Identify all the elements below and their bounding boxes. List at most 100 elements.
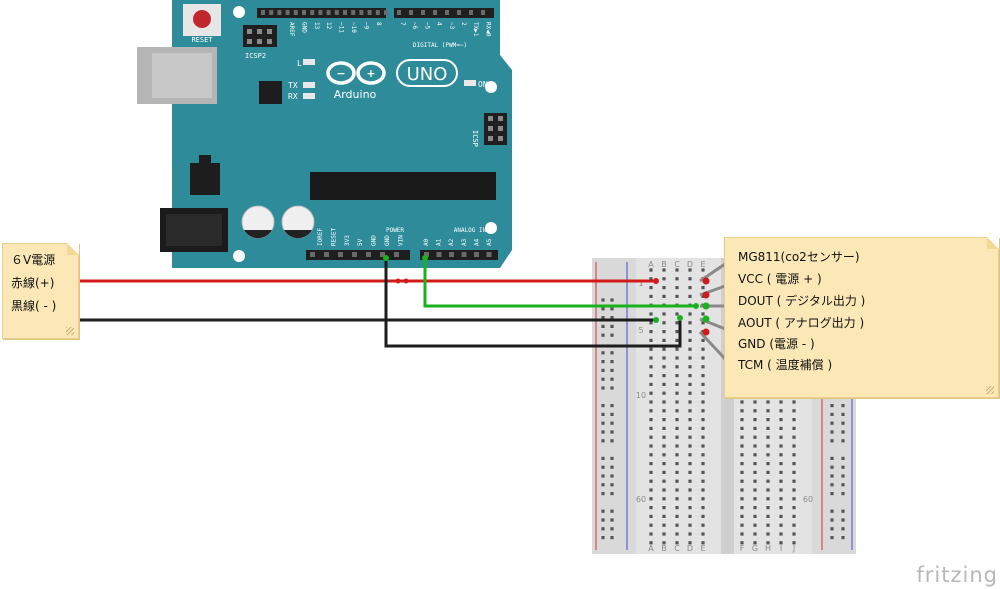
digital-pin-label: 4 bbox=[436, 22, 443, 26]
breadboard-hole bbox=[688, 426, 692, 430]
board-pcb bbox=[172, 0, 512, 268]
header-pin bbox=[445, 10, 449, 15]
breadboard-hole bbox=[753, 470, 757, 474]
breadboard-hole bbox=[675, 444, 679, 448]
icsp2-label: ICSP2 bbox=[245, 52, 266, 60]
analog-pin-label: A3 bbox=[461, 238, 468, 246]
logo-loop-right bbox=[356, 61, 386, 85]
breadboard-hole bbox=[701, 479, 705, 483]
header-pin bbox=[375, 10, 380, 15]
breadboard-hole bbox=[649, 347, 653, 351]
breadboard-hole bbox=[740, 532, 744, 536]
mount-hole bbox=[233, 6, 245, 18]
breadboard-hole bbox=[649, 321, 653, 325]
header-pin bbox=[310, 10, 315, 15]
breadboard-hole bbox=[662, 365, 666, 369]
breadboard-hole bbox=[766, 426, 770, 430]
breadboard-hole bbox=[675, 435, 679, 439]
digital-pin-label: AREF bbox=[288, 22, 295, 37]
rail-hole bbox=[610, 386, 614, 390]
header-pin bbox=[293, 10, 298, 15]
led-l bbox=[303, 59, 315, 65]
rail-hole bbox=[610, 474, 614, 478]
breadboard-hole bbox=[766, 418, 770, 422]
breadboard-hole bbox=[701, 532, 705, 536]
breadboard-hole bbox=[701, 400, 705, 404]
breadboard-hole bbox=[662, 338, 666, 342]
rail-hole bbox=[841, 404, 845, 408]
breadboard-hole bbox=[649, 409, 653, 413]
wire-end-green bbox=[693, 303, 699, 309]
breadboard-hole bbox=[792, 532, 796, 536]
breadboard-hole bbox=[792, 506, 796, 510]
header-pin bbox=[474, 252, 479, 257]
breadboard-hole bbox=[688, 312, 692, 316]
breadboard-hole bbox=[753, 462, 757, 466]
wire-end-green bbox=[383, 255, 389, 261]
breadboard-hole bbox=[753, 488, 757, 492]
reset-button bbox=[193, 10, 211, 28]
breadboard-hole bbox=[675, 330, 679, 334]
breadboard-hole bbox=[649, 277, 653, 281]
breadboard-hole bbox=[675, 462, 679, 466]
rail-hole bbox=[601, 316, 605, 320]
breadboard-hole bbox=[662, 426, 666, 430]
breadboard-hole bbox=[662, 286, 666, 290]
breadboard-hole bbox=[688, 488, 692, 492]
analog-pin-label: A5 bbox=[486, 238, 493, 246]
wire-end-green bbox=[702, 315, 710, 323]
wire-node bbox=[403, 278, 409, 284]
breadboard-hole bbox=[688, 506, 692, 510]
breadboard-hole bbox=[766, 409, 770, 413]
breadboard-hole bbox=[649, 400, 653, 404]
breadboard-row-number: 5 bbox=[638, 326, 643, 335]
wire-green-a0 bbox=[423, 256, 696, 308]
arduino-uno-board: RESET ICSP2 L TX RX ON − + UNO Arduino I… bbox=[137, 0, 512, 268]
header-pin bbox=[486, 252, 492, 257]
breadboard-column-letter: A bbox=[648, 544, 654, 553]
breadboard-hole bbox=[753, 506, 757, 510]
rail-hole bbox=[841, 456, 845, 460]
breadboard-hole bbox=[675, 514, 679, 518]
header-pin bbox=[409, 10, 413, 15]
atmega328-chip bbox=[310, 172, 496, 200]
breadboard-hole bbox=[662, 435, 666, 439]
breadboard-hole bbox=[675, 506, 679, 510]
rail-hole bbox=[601, 509, 605, 513]
rail-hole bbox=[601, 298, 605, 302]
power-header bbox=[306, 250, 410, 260]
breadboard-hole bbox=[779, 462, 783, 466]
icsp2-pin bbox=[257, 39, 262, 44]
breadboard-hole bbox=[792, 497, 796, 501]
breadboard-hole bbox=[779, 497, 783, 501]
rail-hole bbox=[830, 492, 834, 496]
rail-hole bbox=[601, 483, 605, 487]
breadboard-hole bbox=[649, 418, 653, 422]
sensor-note-aout: AOUT ( アナログ出力 ) bbox=[738, 316, 865, 330]
breadboard-hole bbox=[701, 409, 705, 413]
rail-hole bbox=[830, 483, 834, 487]
breadboard-hole bbox=[792, 488, 796, 492]
breadboard-hole bbox=[779, 470, 783, 474]
digital-pin-label: 12 bbox=[325, 22, 332, 30]
header-pin bbox=[367, 10, 372, 15]
digital-pin-label: ~9 bbox=[362, 22, 369, 30]
breadboard-hole bbox=[701, 514, 705, 518]
rail-hole bbox=[601, 421, 605, 425]
digital-pin-label: GND bbox=[300, 22, 307, 33]
led-l-label: L bbox=[297, 59, 302, 68]
wire-end-red bbox=[702, 291, 710, 299]
breadboard-hole bbox=[740, 444, 744, 448]
breadboard-hole bbox=[675, 541, 679, 545]
sensor-note-vcc: VCC ( 電源 + ) bbox=[738, 272, 822, 286]
arduino-label: Arduino bbox=[334, 88, 377, 101]
header-pin bbox=[318, 10, 323, 15]
breadboard-hole bbox=[649, 444, 653, 448]
breadboard-hole bbox=[753, 532, 757, 536]
icsp2-pin bbox=[247, 39, 252, 44]
breadboard-hole bbox=[675, 312, 679, 316]
breadboard-hole bbox=[753, 497, 757, 501]
header-pin bbox=[310, 252, 315, 257]
breadboard-hole bbox=[675, 400, 679, 404]
